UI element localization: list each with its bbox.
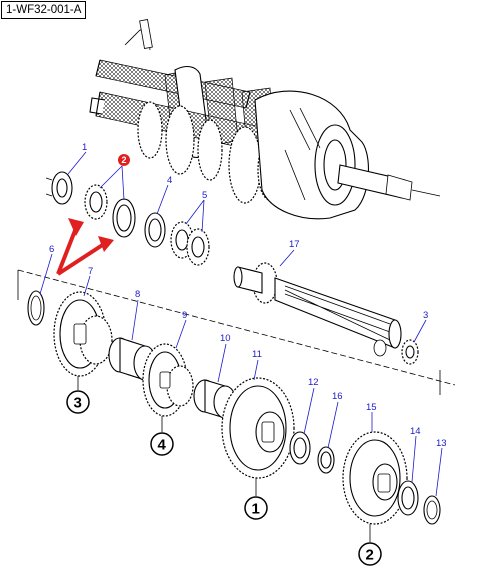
part-9-gear [142, 343, 194, 417]
callout-11: 11 [252, 349, 262, 360]
part-2-needle-bearing [84, 184, 108, 220]
part-5-bearings [170, 221, 210, 266]
callout-8: 8 [135, 289, 140, 300]
leader-lines [39, 151, 443, 497]
circled-gear-3: 3 [66, 376, 90, 414]
callout-1: 1 [82, 142, 87, 153]
part-16-ring [317, 446, 335, 474]
circled-gear-1: 1 [244, 478, 268, 520]
svg-text:1: 1 [252, 501, 260, 518]
reference-code: 1-WF32-001-A [1, 1, 87, 19]
part-11-gear [221, 377, 295, 479]
svg-text:2: 2 [366, 547, 374, 564]
part-10-sleeve [193, 379, 237, 419]
callout-16: 16 [332, 391, 343, 402]
highlight-arrows [56, 218, 114, 276]
callout-4: 4 [167, 175, 172, 186]
callout-9: 9 [182, 310, 187, 321]
part-1-bearing-race [45, 171, 73, 205]
part-3-small-bearing [401, 339, 419, 365]
callout-labels: 1 2 4 5 6 7 17 8 9 3 10 11 12 16 15 14 1… [49, 142, 447, 449]
callout-10: 10 [220, 333, 231, 344]
part-17-shaft [233, 262, 402, 357]
svg-text:3: 3 [74, 395, 82, 412]
part-13-circlip [423, 495, 441, 525]
part-14-washer [397, 480, 419, 516]
callout-12: 12 [308, 377, 319, 388]
red-marker [118, 154, 130, 166]
callout-2-marker: 2 [122, 155, 127, 165]
callout-3-bearing: 3 [423, 310, 428, 321]
callout-13: 13 [436, 438, 447, 449]
callout-5: 5 [202, 190, 207, 201]
part-7-gear [53, 291, 113, 377]
part-6-circlip [27, 290, 45, 326]
callout-7: 7 [88, 266, 93, 277]
assembled-gearbox [89, 19, 441, 220]
svg-text:4: 4 [158, 437, 167, 454]
callout-6: 6 [49, 244, 54, 255]
part-12-ring [289, 431, 311, 465]
part-2-washer [112, 198, 136, 238]
part-4-ring [144, 212, 166, 248]
part-15-gear [342, 431, 408, 525]
callout-17: 17 [289, 239, 300, 250]
callout-15: 15 [366, 402, 377, 413]
circled-gear-4: 4 [150, 416, 174, 456]
circled-gear-2: 2 [358, 524, 382, 566]
callout-14: 14 [410, 426, 421, 437]
